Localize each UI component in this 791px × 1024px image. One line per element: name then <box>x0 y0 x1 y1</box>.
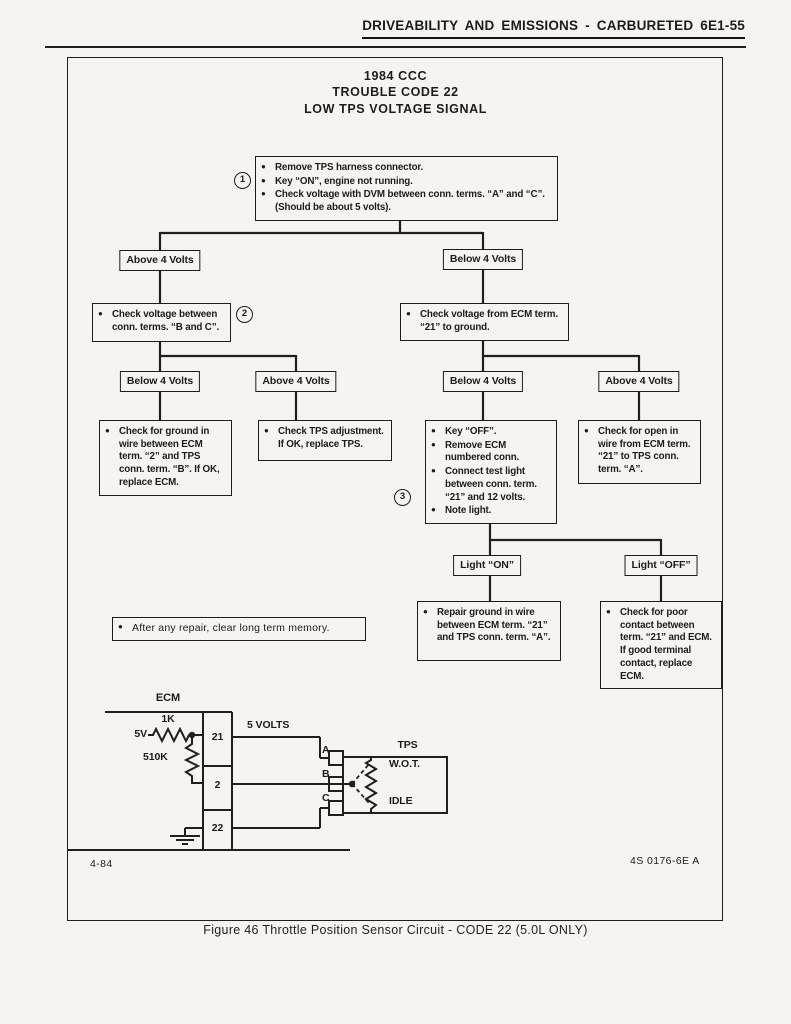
decision-above-4-volts: Above 4 Volts <box>119 250 201 271</box>
terminal-21-label: 21 <box>211 731 224 743</box>
bullet-item: Check for open in wire from ECM term. “2… <box>583 426 694 477</box>
bullet-item: Check voltage from ECM term. “21” to gro… <box>405 309 562 334</box>
decision-light-off: Light “OFF” <box>624 555 698 576</box>
title-line-1: 1984 CCC <box>363 69 428 83</box>
page-header: DRIVEABILITY AND EMISSIONS - CARBURETED … <box>362 18 745 40</box>
bullet-item: Key “OFF”. <box>430 426 550 439</box>
title-line-2: TROUBLE CODE 22 <box>332 85 459 100</box>
step3-action-box: Key “OFF”. Remove ECM numbered conn. Con… <box>425 420 557 525</box>
pin-b-label: B <box>322 768 330 780</box>
bullet-item: Remove ECM numbered conn. <box>430 440 550 465</box>
step1-action-box: Remove TPS harness connector. Key “ON”, … <box>255 156 558 221</box>
wot-label: W.O.T. <box>389 758 420 770</box>
resistor-510k-label: 510K <box>143 751 168 763</box>
decision-below-4-volts: Below 4 Volts <box>442 371 524 392</box>
bullet-item: Check voltage between conn. terms. “B an… <box>97 309 224 334</box>
bullet-item: Check voltage with DVM between conn. ter… <box>260 189 551 214</box>
bullet-item: Connect test light between conn. term. “… <box>430 466 550 504</box>
bullet-item: Note light. <box>430 505 550 518</box>
poor-contact-box: Check for poor contact between term. “21… <box>600 601 722 690</box>
chart-title: 1984 CCC TROUBLE CODE 22 LOW TPS VOLTAGE… <box>0 68 791 117</box>
ecm-label: ECM <box>155 692 181 704</box>
repair-ground-box: Repair ground in wire between ECM term. … <box>417 601 561 661</box>
pin-c-label: C <box>322 792 330 804</box>
bullet-item: Check TPS adjustment. If OK, replace TPS… <box>263 426 385 451</box>
step-number-3: 3 <box>394 489 411 506</box>
header-rule <box>45 46 746 48</box>
bullet-item: Key “ON”, engine not running. <box>260 176 551 189</box>
wire-5-volts-label: 5 VOLTS <box>247 719 290 731</box>
bullet-item: Remove TPS harness connector. <box>260 162 551 175</box>
decision-below-4-volts: Below 4 Volts <box>119 371 201 392</box>
bullet-item: Check for ground in wire between ECM ter… <box>104 426 225 490</box>
step-number-1: 1 <box>234 172 251 189</box>
terminal-22-label: 22 <box>211 822 224 834</box>
decision-light-on: Light “ON” <box>453 555 521 576</box>
bullet-item: Check for poor contact between term. “21… <box>605 607 715 683</box>
step2-action-box: Check voltage between conn. terms. “B an… <box>92 303 231 342</box>
decision-below-4-volts: Below 4 Volts <box>442 249 524 270</box>
pin-a-label: A <box>322 744 330 756</box>
decision-above-4-volts: Above 4 Volts <box>598 371 680 392</box>
figure-caption: Figure 46 Throttle Position Sensor Circu… <box>203 923 588 937</box>
document-code: 4S 0176-6E A <box>630 855 700 867</box>
page-frame <box>67 57 723 921</box>
tps-label: TPS <box>397 739 418 751</box>
decision-above-4-volts: Above 4 Volts <box>255 371 337 392</box>
supply-5v-label: 5V <box>134 728 147 740</box>
repair-note-box: After any repair, clear long term memory… <box>112 617 366 641</box>
check-ground-wire-box: Check for ground in wire between ECM ter… <box>99 420 232 496</box>
check-open-wire-box: Check for open in wire from ECM term. “2… <box>578 420 701 484</box>
page-date: 4-84 <box>90 858 113 870</box>
check-ecm-21-ground-box: Check voltage from ECM term. “21” to gro… <box>400 303 569 341</box>
terminal-2-label: 2 <box>214 779 221 791</box>
resistor-1k-label: 1K <box>161 713 175 725</box>
check-tps-adjustment-box: Check TPS adjustment. If OK, replace TPS… <box>258 420 392 461</box>
step-number-2: 2 <box>236 306 253 323</box>
idle-label: IDLE <box>389 795 413 807</box>
bullet-item: After any repair, clear long term memory… <box>117 622 359 636</box>
bullet-item: Repair ground in wire between ECM term. … <box>422 607 554 645</box>
title-line-3: LOW TPS VOLTAGE SIGNAL <box>304 101 487 116</box>
